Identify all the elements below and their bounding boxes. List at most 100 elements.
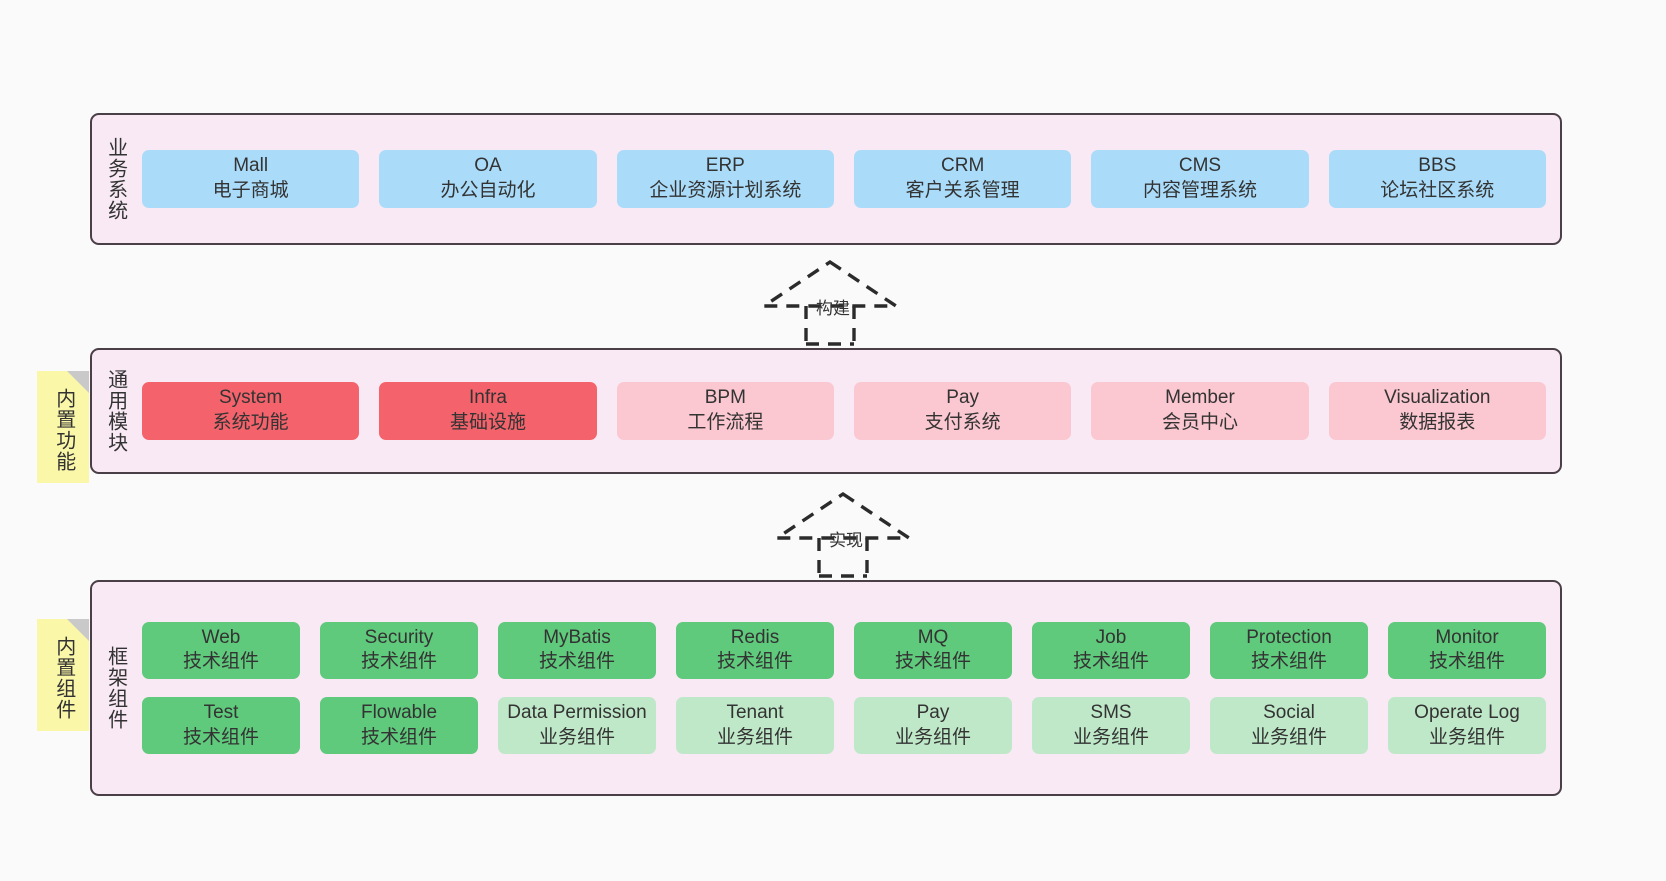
box-subtitle: 业务组件: [538, 726, 615, 748]
layer-body-common-modules: System 系统功能 Infra 基础设施 BPM 工作流程 Pay 支付系统…: [138, 350, 1560, 472]
box-subtitle: 工作流程: [687, 412, 764, 433]
box-subtitle: 技术组件: [716, 651, 793, 673]
box-title: ERP: [705, 155, 745, 177]
layer-title-framework-components: 框架组件: [104, 646, 127, 730]
box-subtitle: 企业资源计划系统: [649, 180, 802, 201]
box-subtitle: 业务组件: [894, 726, 971, 748]
box-oa[interactable]: OA 办公自动化: [379, 150, 597, 208]
box-row: Web 技术组件 Security 技术组件 MyBatis 技术组件 Redi…: [142, 621, 1546, 679]
box-crm[interactable]: CRM 客户关系管理: [853, 150, 1072, 208]
connector-implement: 实现: [771, 490, 933, 578]
box-title: Member: [1165, 387, 1235, 409]
box-data-permission[interactable]: Data Permission 业务组件: [498, 697, 656, 755]
box-title: Monitor: [1435, 626, 1499, 648]
box-subtitle: 业务组件: [1072, 726, 1149, 748]
box-mybatis[interactable]: MyBatis 技术组件: [498, 621, 656, 679]
box-cms[interactable]: CMS 内容管理系统: [1091, 150, 1309, 208]
box-subtitle: 业务组件: [1250, 726, 1327, 748]
note-builtin-functions: 内置功能: [37, 371, 89, 483]
layer-title-business-systems: 业务系统: [104, 137, 127, 221]
box-security[interactable]: Security 技术组件: [320, 621, 478, 679]
box-title: Redis: [730, 626, 780, 648]
note-fold-icon: [67, 619, 89, 641]
box-title: Operate Log: [1414, 702, 1520, 723]
box-subtitle: 基础设施: [449, 412, 526, 433]
box-title: BBS: [1418, 155, 1457, 177]
connector-implement-arrow: [771, 491, 915, 578]
box-title: Visualization: [1384, 387, 1491, 409]
box-test[interactable]: Test 技术组件: [142, 697, 300, 755]
layer-body-framework-components: Web 技术组件 Security 技术组件 MyBatis 技术组件 Redi…: [138, 582, 1560, 794]
box-title: System: [218, 387, 283, 409]
box-subtitle: 技术组件: [360, 726, 437, 748]
box-title: CMS: [1178, 155, 1222, 177]
box-subtitle: 系统功能: [212, 412, 289, 433]
connector-build-arrow: [758, 259, 902, 346]
box-web[interactable]: Web 技术组件: [142, 621, 300, 679]
box-mall[interactable]: Mall 电子商城: [142, 150, 360, 208]
connector-build: 构建: [758, 258, 920, 346]
note-fold-icon: [67, 371, 89, 393]
box-title: Security: [364, 626, 434, 648]
box-title: MyBatis: [543, 626, 611, 648]
box-redis[interactable]: Redis 技术组件: [676, 621, 834, 679]
box-mq[interactable]: MQ 技术组件: [854, 621, 1012, 679]
box-title: CRM: [941, 155, 985, 177]
box-subtitle: 客户关系管理: [905, 180, 1020, 201]
box-tenant[interactable]: Tenant 业务组件: [676, 697, 834, 755]
box-erp[interactable]: ERP 企业资源计划系统: [616, 150, 834, 208]
layer-body-business-systems: Mall 电子商城 OA 办公自动化 ERP 企业资源计划系统 CRM 客户关系…: [138, 115, 1560, 243]
box-flowable[interactable]: Flowable 技术组件: [320, 697, 478, 755]
box-job[interactable]: Job 技术组件: [1032, 621, 1190, 679]
connector-build-label: 构建: [816, 299, 850, 318]
note-text: 内置组件: [52, 636, 75, 720]
box-subtitle: 业务组件: [716, 726, 793, 748]
box-pay-module[interactable]: Pay 支付系统: [853, 382, 1072, 440]
layer-title-common-modules: 通用模块: [104, 369, 127, 453]
box-subtitle: 技术组件: [182, 651, 259, 673]
box-subtitle: 技术组件: [894, 651, 971, 673]
layer-business-systems: 业务系统 Mall 电子商城 OA 办公自动化 ERP 企业资源计划系统 CRM…: [90, 113, 1562, 245]
box-protection[interactable]: Protection 技术组件: [1210, 621, 1368, 679]
box-subtitle: 技术组件: [182, 726, 259, 748]
box-subtitle: 会员中心: [1161, 412, 1238, 433]
box-subtitle: 论坛社区系统: [1380, 180, 1495, 201]
box-subtitle: 内容管理系统: [1142, 180, 1257, 201]
layer-framework-components: 框架组件 Web 技术组件 Security 技术组件 MyBatis 技术组件…: [90, 580, 1562, 796]
box-title: Flowable: [360, 702, 438, 723]
box-pay-component[interactable]: Pay 业务组件: [854, 697, 1012, 755]
box-title: Pay: [916, 702, 950, 723]
box-title: Infra: [468, 387, 507, 409]
box-system[interactable]: System 系统功能: [142, 382, 360, 440]
box-infra[interactable]: Infra 基础设施: [379, 382, 597, 440]
box-title: MQ: [917, 626, 949, 648]
box-social[interactable]: Social 业务组件: [1210, 697, 1368, 755]
box-row: Test 技术组件 Flowable 技术组件 Data Permission …: [142, 697, 1546, 755]
box-member[interactable]: Member 会员中心: [1091, 382, 1309, 440]
box-title: Tenant: [726, 702, 784, 723]
box-visualization[interactable]: Visualization 数据报表: [1328, 382, 1546, 440]
box-title: Test: [203, 702, 239, 723]
box-subtitle: 支付系统: [924, 412, 1001, 433]
box-title: OA: [474, 155, 502, 177]
box-subtitle: 数据报表: [1399, 412, 1476, 433]
box-subtitle: 业务组件: [1428, 726, 1505, 748]
box-title: BPM: [704, 387, 746, 409]
box-subtitle: 技术组件: [1072, 651, 1149, 673]
box-subtitle: 技术组件: [360, 651, 437, 673]
box-monitor[interactable]: Monitor 技术组件: [1388, 621, 1546, 679]
box-title: Protection: [1246, 626, 1332, 648]
box-row: System 系统功能 Infra 基础设施 BPM 工作流程 Pay 支付系统…: [142, 382, 1546, 440]
box-subtitle: 技术组件: [1428, 651, 1505, 673]
box-sms[interactable]: SMS 业务组件: [1032, 697, 1190, 755]
box-subtitle: 电子商城: [212, 180, 289, 201]
note-text: 内置功能: [52, 388, 75, 472]
box-title: Mall: [233, 155, 269, 177]
box-bbs[interactable]: BBS 论坛社区系统: [1328, 150, 1546, 208]
layer-common-modules: 通用模块 System 系统功能 Infra 基础设施 BPM 工作流程 Pay…: [90, 348, 1562, 474]
note-builtin-components: 内置组件: [37, 619, 89, 731]
box-subtitle: 技术组件: [1250, 651, 1327, 673]
box-bpm[interactable]: BPM 工作流程: [616, 382, 834, 440]
connector-implement-label: 实现: [829, 531, 863, 550]
box-operate-log[interactable]: Operate Log 业务组件: [1388, 697, 1546, 755]
